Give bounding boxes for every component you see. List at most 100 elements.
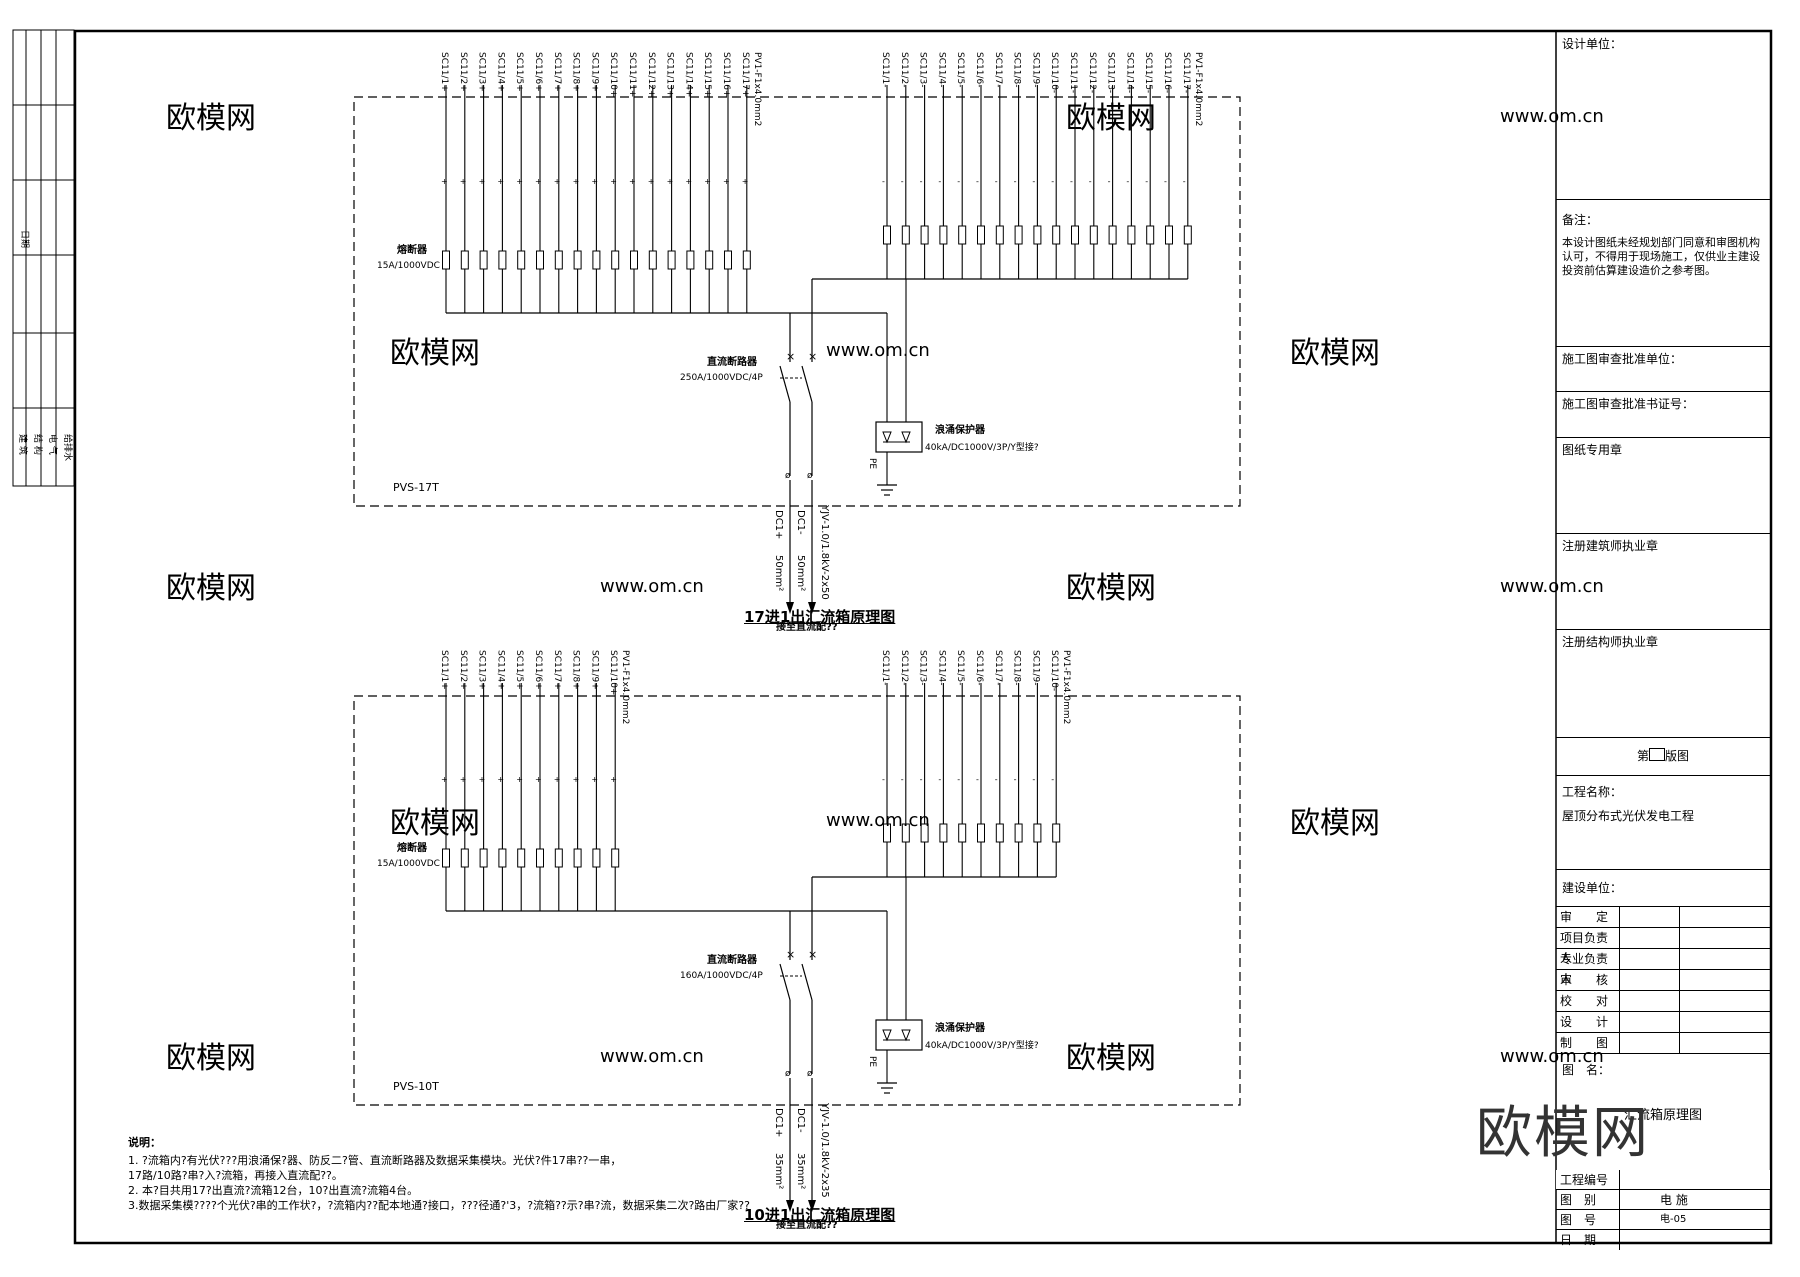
- sig-role: 校 对: [1556, 991, 1620, 1012]
- input-label-negative: SC11/3-: [918, 650, 928, 685]
- fuse-symbol: [883, 823, 891, 843]
- input-label-negative: SC11/16-: [1162, 52, 1172, 93]
- terminal-mark: -: [901, 775, 904, 784]
- terminal-mark: -: [1108, 177, 1111, 186]
- output-cable-spec: YJV-1.0/1.8kV-2x50: [819, 504, 830, 600]
- cable-spec-right: PV1-F1x4.0mm2: [1061, 650, 1071, 724]
- combiner-box-2-schematic: SC11/1+SC11/2+SC11/3+SC11/4+SC11/5+SC11/…: [377, 650, 1071, 1231]
- input-label-negative: SC11/9-: [1030, 650, 1040, 685]
- discipline-value: 电 施: [1620, 1190, 1770, 1210]
- terminal-mark: +: [554, 775, 561, 784]
- breaker-spec: 160A/1000VDC/4P: [680, 971, 763, 981]
- terminal-mark: +: [554, 177, 561, 186]
- outer-frame: [73, 29, 1773, 1245]
- terminal-mark: +: [610, 177, 617, 186]
- drawing-name: 汇流箱原理图: [1623, 1108, 1702, 1123]
- client-cell: 建设单位：: [1556, 870, 1770, 907]
- input-label-negative: SC11/10-: [1049, 650, 1059, 691]
- input-label-positive: SC11/7+: [552, 52, 562, 92]
- input-label-negative: SC11/5-: [955, 650, 965, 685]
- drawing-name-label: 图 名：: [1562, 1063, 1611, 1077]
- output-positive-label: DC1+: [773, 510, 784, 539]
- fuse-symbol: [1014, 823, 1023, 843]
- fuse-symbol: [920, 225, 929, 245]
- sig-date: [1680, 949, 1770, 970]
- fuse-symbol: [883, 225, 891, 245]
- box1-model-label: PVS-17T: [393, 481, 439, 494]
- fuse-label: 熔断器: [397, 243, 428, 256]
- design-unit-label: 设计单位：: [1562, 37, 1623, 51]
- fuse-symbol: [1014, 225, 1023, 245]
- fuse-spec: 15A/1000VDC: [377, 261, 440, 271]
- sig-name: [1620, 928, 1680, 949]
- cable-spec-left: PV1-F1x4.0mm2: [752, 52, 762, 126]
- design-notes: 说明： 1. ?流箱内?有光伏???用浪涌保?器、防反二?管、直流断路器及数据采…: [128, 1135, 750, 1213]
- fuse-label: 熔断器: [397, 841, 428, 854]
- terminal-mark: +: [629, 177, 636, 186]
- input-label-negative: SC11/11-: [1068, 52, 1078, 93]
- design-unit-cell: 设计单位：: [1556, 32, 1770, 200]
- box2-model-label: PVS-10T: [393, 1080, 439, 1093]
- structural-seal-cell: 注册结构师执业章: [1556, 630, 1770, 738]
- sig-name: [1620, 970, 1680, 991]
- terminal-mark: -: [995, 775, 998, 784]
- watermark-text: 欧模网: [1066, 571, 1156, 606]
- fuse-symbol: [554, 848, 563, 868]
- terminal-mark: +: [479, 177, 486, 186]
- terminal-mark: +: [591, 177, 598, 186]
- arrow-icon: [808, 602, 816, 614]
- fuse-symbol: [1146, 225, 1155, 245]
- input-label-positive: SC11/15+: [702, 52, 712, 97]
- input-label-positive: SC11/16+: [721, 52, 731, 97]
- input-label-positive: SC11/10+: [608, 52, 618, 97]
- input-label-negative: SC11/14-: [1124, 52, 1134, 93]
- pe-label: PE: [867, 458, 877, 469]
- fuse-symbol: [517, 250, 526, 270]
- approval-unit-label: 施工图审查批准单位：: [1562, 352, 1683, 366]
- watermark-url: www.om.cn: [1500, 1046, 1604, 1067]
- input-label-negative: SC11/5-: [955, 52, 965, 87]
- breaker-cross: ×: [786, 350, 795, 363]
- approval-cert-label: 施工图审查批准书证号：: [1562, 397, 1695, 411]
- terminal-mark: -: [957, 177, 960, 186]
- fuse-symbol: [479, 848, 488, 868]
- sig-date: [1680, 928, 1770, 949]
- input-label-negative: SC11/17-: [1181, 52, 1191, 93]
- note-line: 17路/10路?串?入?流箱，再接入直流配??。: [128, 1169, 343, 1182]
- fuse-symbol: [1089, 225, 1098, 245]
- arrow-icon: [786, 1200, 794, 1212]
- structural-seal-label: 注册结构师执业章: [1562, 635, 1659, 649]
- spd-diode: [901, 1029, 911, 1042]
- input-label-positive: SC11/3+: [477, 52, 487, 92]
- fuse-symbol: [939, 823, 948, 843]
- input-label-negative: SC11/2-: [899, 650, 909, 685]
- sig-date: [1680, 991, 1770, 1012]
- fuse-symbol: [901, 823, 910, 843]
- strip-discipline-1: 建 筑: [17, 434, 29, 455]
- output-size-negative: 35mm²: [795, 1153, 806, 1189]
- terminal-mark: -: [920, 177, 923, 186]
- fuse-symbol: [554, 250, 563, 270]
- terminal-mark: +: [648, 177, 655, 186]
- input-label-positive: SC11/10+: [608, 650, 618, 695]
- fuse-symbol: [1052, 225, 1061, 245]
- input-label-positive: SC11/17+: [740, 52, 750, 97]
- remarks-title: 备注：: [1562, 213, 1599, 227]
- terminal-mark: +: [667, 177, 674, 186]
- input-label-positive: SC11/1+: [439, 650, 449, 690]
- approval-unit-cell: 施工图审查批准单位：: [1556, 347, 1770, 392]
- fuse-symbol: [958, 823, 967, 843]
- terminal-mark: +: [497, 177, 504, 186]
- fuse-symbol: [498, 250, 507, 270]
- terminal-mark: -: [976, 775, 979, 784]
- terminal-mark: +: [497, 775, 504, 784]
- output-size-positive: 35mm²: [773, 1153, 784, 1189]
- input-label-positive: SC11/4+: [495, 52, 505, 92]
- input-label-positive: SC11/13+: [665, 52, 675, 97]
- sig-role: 设 计: [1556, 1012, 1620, 1033]
- sig-role: 审 定: [1556, 907, 1620, 928]
- spd-label: 浪涌保护器: [935, 423, 986, 436]
- output-terminal: ø: [785, 1069, 791, 1079]
- fuse-symbol: [686, 250, 695, 270]
- fuse-symbol: [592, 848, 601, 868]
